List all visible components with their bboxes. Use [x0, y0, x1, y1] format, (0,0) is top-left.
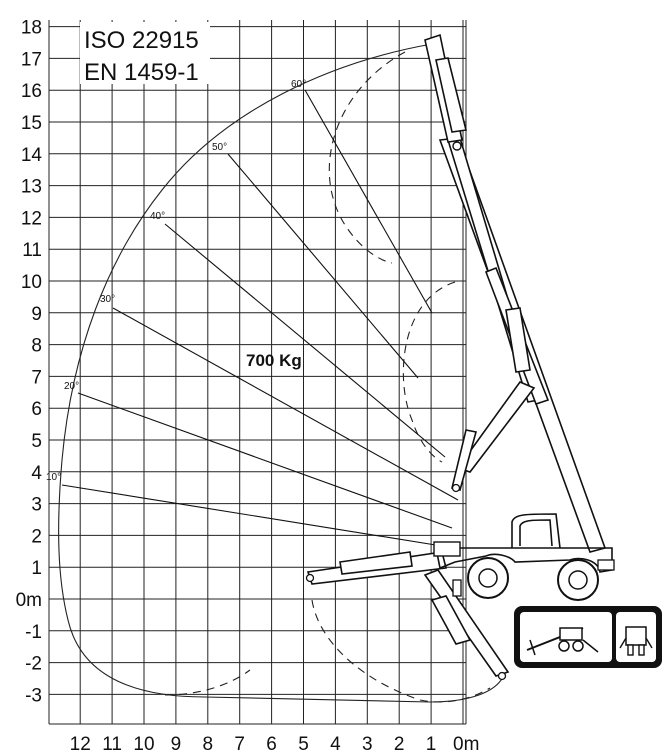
- x-tick-label: 10: [133, 734, 154, 755]
- angle-label-50: 50°: [212, 142, 227, 153]
- counterweight: [597, 559, 615, 571]
- angle-label-40: 40°: [150, 211, 165, 222]
- angle-label-60: 60°: [291, 79, 306, 90]
- boom-position-raised: [424, 33, 607, 553]
- standard-en: EN 1459-1: [84, 59, 199, 86]
- front-hub: [478, 568, 498, 588]
- y-tick-label: 6: [31, 399, 42, 420]
- ray-50deg: [227, 153, 419, 379]
- rear-hub: [568, 570, 588, 590]
- boom-position-mid: [451, 266, 550, 493]
- ray-10deg: [61, 484, 449, 548]
- x-tick-label: 0m: [453, 734, 479, 755]
- angle-label-20: 20°: [64, 381, 79, 392]
- y-tick-label: -3: [25, 685, 42, 706]
- y-tick-label: -2: [25, 654, 42, 675]
- x-tick-label: 5: [298, 734, 309, 755]
- y-tick-label: 2: [31, 526, 42, 547]
- boom-position-lowered: [305, 551, 510, 681]
- x-tick-label: 1: [426, 734, 437, 755]
- x-tick-label: 4: [330, 734, 341, 755]
- angle-label-30: 30°: [100, 294, 115, 305]
- ray-20deg: [77, 392, 453, 529]
- retraction-curve-bottom-left: [164, 669, 251, 696]
- telehandler-front-view-icon: [619, 626, 653, 656]
- ray-60deg: [304, 89, 433, 314]
- ray-40deg: [164, 223, 446, 458]
- y-tick-label: 4: [31, 463, 42, 484]
- y-tick-label: 13: [21, 177, 42, 198]
- x-tick-label: 3: [362, 734, 373, 755]
- y-tick-label: 18: [21, 18, 42, 39]
- y-tick-label: 17: [21, 49, 42, 70]
- y-tick-label: 7: [31, 367, 42, 388]
- x-tick-label: 6: [266, 734, 277, 755]
- angle-label-10: 10°: [46, 472, 61, 483]
- standard-iso: ISO 22915: [84, 27, 199, 54]
- y-tick-label: 3: [31, 495, 42, 516]
- x-tick-label: 7: [234, 734, 245, 755]
- y-tick-label: 1: [31, 558, 42, 579]
- y-tick-label: 0m: [16, 590, 42, 611]
- stabilizer-front: [452, 579, 462, 597]
- y-tick-label: -1: [25, 622, 42, 643]
- y-tick-label: 11: [22, 240, 42, 261]
- retraction-curve-upper: [328, 51, 406, 264]
- telehandler-side-view-icon: [526, 627, 599, 656]
- ray-30deg: [112, 307, 459, 501]
- front-frame: [433, 541, 461, 557]
- telehandler-machine: [433, 513, 615, 601]
- x-tick-label: 12: [70, 734, 91, 755]
- x-tick-label: 2: [394, 734, 405, 755]
- y-tick-label: 8: [31, 336, 42, 357]
- angle-rays: [61, 89, 459, 548]
- working-envelope: [58, 43, 504, 703]
- x-tick-label: 9: [171, 734, 182, 755]
- retraction-curve-lower: [311, 599, 491, 703]
- cab-window: [519, 519, 553, 547]
- y-tick-label: 16: [21, 81, 42, 102]
- x-tick-label: 8: [203, 734, 214, 755]
- x-tick-label: 11: [102, 734, 122, 755]
- y-tick-label: 9: [31, 304, 42, 325]
- load-capacity-label: 700 Kg: [246, 351, 302, 370]
- machine-cab: [511, 513, 561, 549]
- y-tick-label: 12: [21, 208, 42, 229]
- y-tick-label: 5: [31, 431, 42, 452]
- standards-background: [80, 22, 210, 84]
- grid: [48, 20, 467, 725]
- y-tick-label: 15: [21, 113, 42, 134]
- y-tick-label: 10: [21, 272, 42, 293]
- retraction-curve-middle: [402, 281, 456, 463]
- configuration-icon-panel: [514, 606, 662, 668]
- y-tick-label: 14: [21, 145, 43, 166]
- y-axis-labels: 18 17 16 15 14 13 12 11 10 9 8 7 6 5 4 3 2 1 0m -1 -2 -3: [16, 18, 43, 707]
